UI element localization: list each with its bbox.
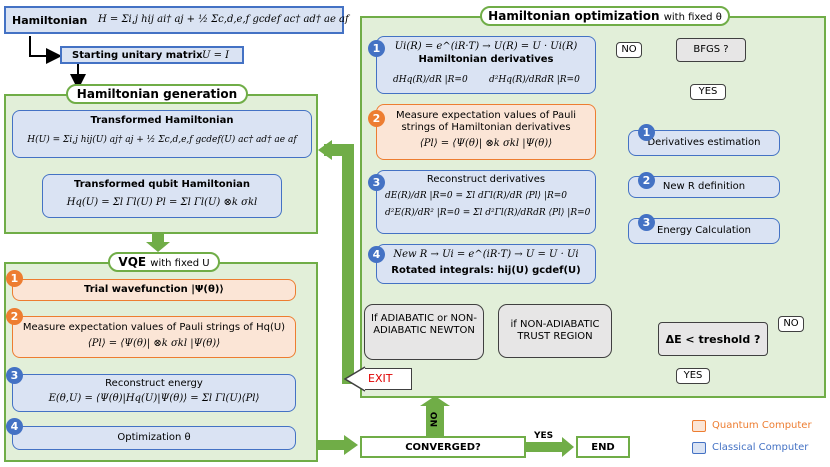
- opt-step-4-badge: 4: [368, 246, 385, 263]
- transformed-hamiltonian-title: Transformed Hamiltonian: [90, 115, 234, 126]
- opt-step-1-badge: 1: [368, 40, 385, 57]
- vqe-step-2: Measure expectation values of Pauli stri…: [12, 316, 296, 358]
- exit-arrow-body: EXIT: [364, 368, 412, 390]
- threshold-text: ΔE < treshold ?: [665, 333, 761, 346]
- vqe-step-3-text: Reconstruct energy: [105, 378, 203, 389]
- vqe-step-3-formula: E(θ,U) = ⟨Ψ(θ)|Hq(U)|Ψ(θ)⟩ = Σl Γl(U)⟨Pl…: [48, 393, 260, 404]
- opt-step-2-line1: Measure expectation values of Pauli: [395, 110, 577, 121]
- starting-matrix-label: Starting unitary matrix: [72, 50, 203, 61]
- end-text: END: [591, 442, 615, 453]
- qubit-hamiltonian-box: Transformed qubit Hamiltonian Hq(U) = Σl…: [42, 174, 282, 218]
- opt-step-1-f1: dHq(R)/dR |R=0: [393, 75, 468, 85]
- threshold-no-label: NO: [778, 316, 804, 332]
- opt-step-3-badge: 3: [368, 174, 385, 191]
- legend-quantum-label: Quantum Computer: [712, 420, 812, 431]
- legend-classical-swatch: [692, 442, 706, 454]
- converged-no-arrow-head: [420, 396, 450, 406]
- right-step-1-badge: 1: [638, 124, 655, 141]
- exit-text: EXIT: [368, 372, 393, 385]
- right-step-2-text: New R definition: [662, 181, 746, 192]
- opt-step-3-f2: d²E(R)/dR² |R=0 = Σl d²Γl(R)/dRdR ⟨Pl⟩ |…: [385, 208, 591, 218]
- opt-step-2-line2: strings of Hamiltonian derivatives: [401, 122, 571, 133]
- converged-text: CONVERGED?: [405, 442, 481, 453]
- bfgs-yes-label: YES: [690, 84, 726, 100]
- opt-step-2-badge: 2: [368, 110, 385, 127]
- bfgs-decision: BFGS ?: [676, 38, 746, 62]
- transformed-hamiltonian-formula: H(U) = Σi,j hij(U) aj† aj + ½ Σc,d,e,f g…: [27, 135, 297, 145]
- opt-step-4: New R → Ui = e^(iR·T) → U = U · Ui Rotat…: [376, 244, 596, 284]
- vqe-title-text: VQE: [118, 255, 147, 269]
- vqe-title: VQE with fixed U: [108, 252, 220, 272]
- legend-quantum-swatch: [692, 420, 706, 432]
- opt-step-2: Measure expectation values of Pauli stri…: [376, 104, 596, 160]
- threshold-yes-label: YES: [676, 368, 710, 384]
- hamiltonian-label: Hamiltonian: [12, 14, 88, 27]
- vqe-step-4-badge: 4: [6, 418, 23, 435]
- hamiltonian-formula: H = Σi,j hij ai† aj + ½ Σc,d,e,f gcdef a…: [98, 14, 349, 25]
- opt-step-2-formula: ⟨Pl⟩ = ⟨Ψ(θ)| ⊗k σkl |Ψ(θ)⟩: [419, 138, 553, 149]
- ham-opt-title-suffix: with fixed θ: [663, 12, 722, 23]
- opt-step-4-line2: Rotated integrals: hij(U) gcdef(U): [391, 265, 581, 276]
- green-arrow-gen-vqe-head: [146, 242, 170, 252]
- green-arrow-vqe-converged-shaft: [318, 440, 344, 450]
- vqe-step-2-formula: ⟨Pl⟩ = ⟨Ψ(θ)| ⊗k σkl |Ψ(θ)⟩: [87, 338, 221, 349]
- right-step-2-badge: 2: [638, 172, 655, 189]
- vqe-step-4-text: Optimization θ: [117, 432, 191, 443]
- vqe-step-2-badge: 2: [6, 308, 23, 325]
- opt-step-1-line1: Ui(R) = e^(iR·T) → U(R) = U · Ui(R): [394, 41, 578, 52]
- converged-box: CONVERGED?: [360, 436, 526, 458]
- vqe-step-3-badge: 3: [6, 367, 23, 384]
- green-arrow-up-shaft: [342, 150, 354, 384]
- opt-step-3-f1: dE(R)/dR |R=0 = Σl dΓl(R)/dR ⟨Pl⟩ |R=0: [385, 191, 568, 201]
- hamiltonian-box: Hamiltonian H = Σi,j hij ai† aj + ½ Σc,d…: [4, 6, 349, 34]
- bfgs-text: BFGS ?: [693, 44, 729, 55]
- right-step-2: New R definition: [628, 176, 780, 198]
- transformed-hamiltonian-box: Transformed Hamiltonian H(U) = Σi,j hij(…: [12, 110, 312, 158]
- green-arrow-vqe-converged-head: [344, 435, 358, 455]
- right-step-3-badge: 3: [638, 214, 655, 231]
- right-step-1-text: Derivatives estimation: [647, 137, 761, 148]
- trust-region-box: if NON-ADIABATIC TRUST REGION: [498, 304, 612, 358]
- opt-step-3: Reconstruct derivatives dE(R)/dR |R=0 = …: [376, 170, 596, 234]
- end-box: END: [576, 436, 630, 458]
- adiabatic-box: If ADIABATIC or NON-ADIABATIC NEWTON: [364, 304, 484, 360]
- vqe-step-1-badge: 1: [6, 270, 23, 287]
- right-step-3-text: Energy Calculation: [657, 225, 751, 236]
- trust-region-text: if NON-ADIABATIC TRUST REGION: [510, 319, 600, 342]
- green-arrow-gen-vqe-shaft: [152, 234, 164, 242]
- vqe-step-1: Trial wavefunction |Ψ(θ)⟩: [12, 279, 296, 301]
- vqe-step-3: Reconstruct energy E(θ,U) = ⟨Ψ(θ)|Hq(U)|…: [12, 374, 296, 412]
- vqe-title-suffix: with fixed U: [150, 258, 210, 269]
- converged-yes-arrow-head: [562, 437, 574, 457]
- ham-generation-title: Hamiltonian generation: [66, 84, 248, 104]
- converged-no-arrow: [426, 404, 444, 436]
- ham-opt-title-text: Hamiltonian optimization: [488, 9, 660, 23]
- starting-matrix-formula: U = I: [202, 50, 230, 61]
- legend-classical-label: Classical Computer: [712, 442, 809, 453]
- opt-step-3-line1: Reconstruct derivatives: [426, 174, 546, 185]
- vqe-step-4: Optimization θ: [12, 426, 296, 450]
- bfgs-no-label: NO: [616, 42, 642, 58]
- arrow-ham-to-start: [29, 36, 62, 64]
- converged-yes-label: YES: [534, 431, 554, 441]
- opt-step-1-line2: Hamiltonian derivatives: [418, 54, 554, 65]
- adiabatic-text: If ADIABATIC or NON-ADIABATIC NEWTON: [371, 313, 477, 336]
- qubit-hamiltonian-title: Transformed qubit Hamiltonian: [73, 179, 251, 190]
- opt-step-4-line1: New R → Ui = e^(iR·T) → U = U · Ui: [393, 249, 579, 260]
- vqe-step-1-text: Trial wavefunction |Ψ(θ)⟩: [84, 284, 224, 295]
- converged-yes-arrow: [526, 442, 562, 452]
- ham-opt-title: Hamiltonian optimization with fixed θ: [480, 6, 730, 26]
- threshold-decision: ΔE < treshold ?: [658, 322, 768, 356]
- converged-no-label: NO: [430, 411, 441, 428]
- green-arrow-left-head: [318, 140, 332, 160]
- opt-step-1: Ui(R) = e^(iR·T) → U(R) = U · Ui(R) Hami…: [376, 36, 596, 94]
- starting-matrix-box: Starting unitary matrix U = I: [60, 46, 244, 64]
- opt-step-1-f2: d²Hq(R)/dRdR |R=0: [489, 75, 580, 85]
- qubit-hamiltonian-formula: Hq(U) = Σl Γl(U) Pl = Σl Γl(U) ⊗k σkl: [66, 197, 258, 208]
- vqe-step-2-text: Measure expectation values of Pauli stri…: [22, 322, 286, 333]
